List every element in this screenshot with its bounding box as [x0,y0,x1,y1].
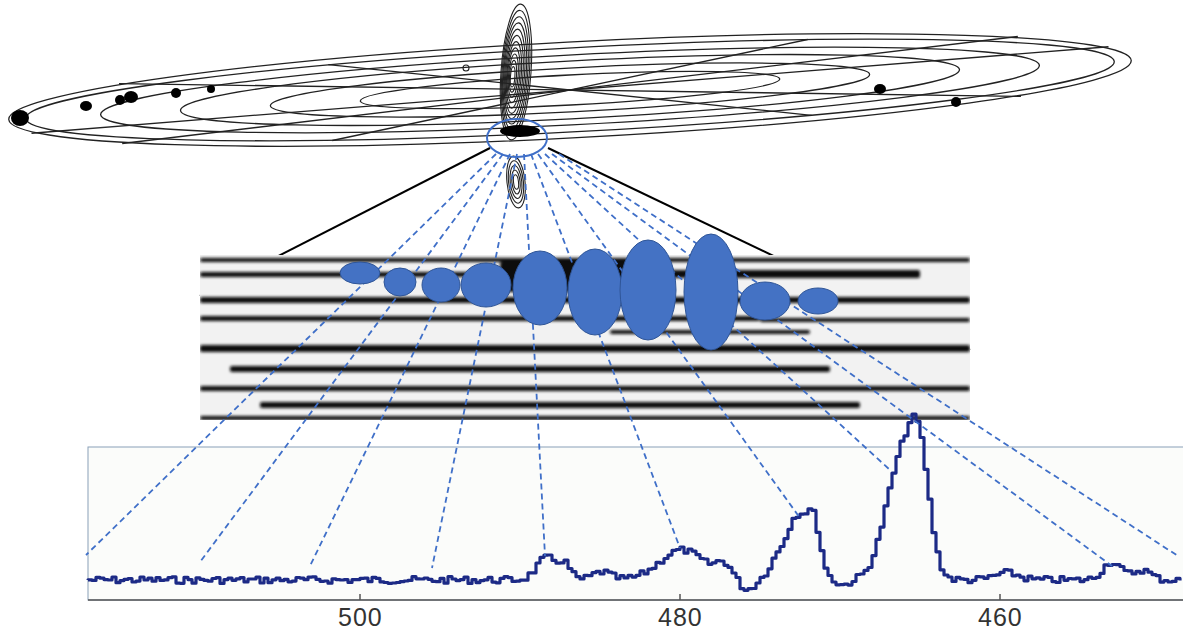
stripe [260,402,860,408]
stripe [200,316,760,321]
contour [502,28,528,119]
leader-line [200,154,503,562]
emission-blob [384,268,416,296]
contour [511,170,522,195]
spectrum-plot [88,414,1183,600]
emission-blobs [340,234,838,350]
contour [504,41,523,108]
contour [500,22,529,125]
leader-line [552,154,1112,566]
contour [513,174,519,189]
source-dots [11,84,961,137]
contour [503,35,526,114]
emission-blob [422,268,460,302]
tick-label: 460 [978,603,1023,630]
contour [499,16,532,130]
leader-line [531,154,680,548]
contour [508,165,523,199]
leader-lines [86,154,1178,568]
leader-line [86,154,496,555]
emission-blob [340,262,380,284]
emission-blob [684,234,738,350]
axis-label: 480 [658,603,703,630]
contour [506,47,522,103]
emission-blob [568,249,622,335]
stripe [230,366,830,372]
emission-blob [798,288,838,314]
leader-line [432,154,517,568]
contour [498,9,534,135]
zoom-circle [487,119,547,157]
tick-label: 500 [338,603,383,630]
stripe [200,416,970,420]
leader-line [538,154,800,518]
contour [506,160,525,204]
leader-line [310,154,510,566]
emission-blob [620,240,676,340]
leader-line [524,154,545,556]
leader-line [559,154,1178,556]
zoom-line [548,148,970,350]
contour [508,60,517,92]
emission-blob [513,251,567,325]
leader-line [545,154,890,470]
galaxy-disk [6,13,1133,168]
stripe [200,386,970,391]
contour [463,65,469,71]
contour [510,66,516,87]
contour [504,155,527,209]
tick-label: 480 [658,603,703,630]
stripe [760,318,970,322]
emission-blob [740,282,790,320]
contour [507,54,520,98]
emission-blob [461,263,511,307]
axis-label: 460 [978,603,1023,630]
axis-label: 500 [338,603,383,630]
